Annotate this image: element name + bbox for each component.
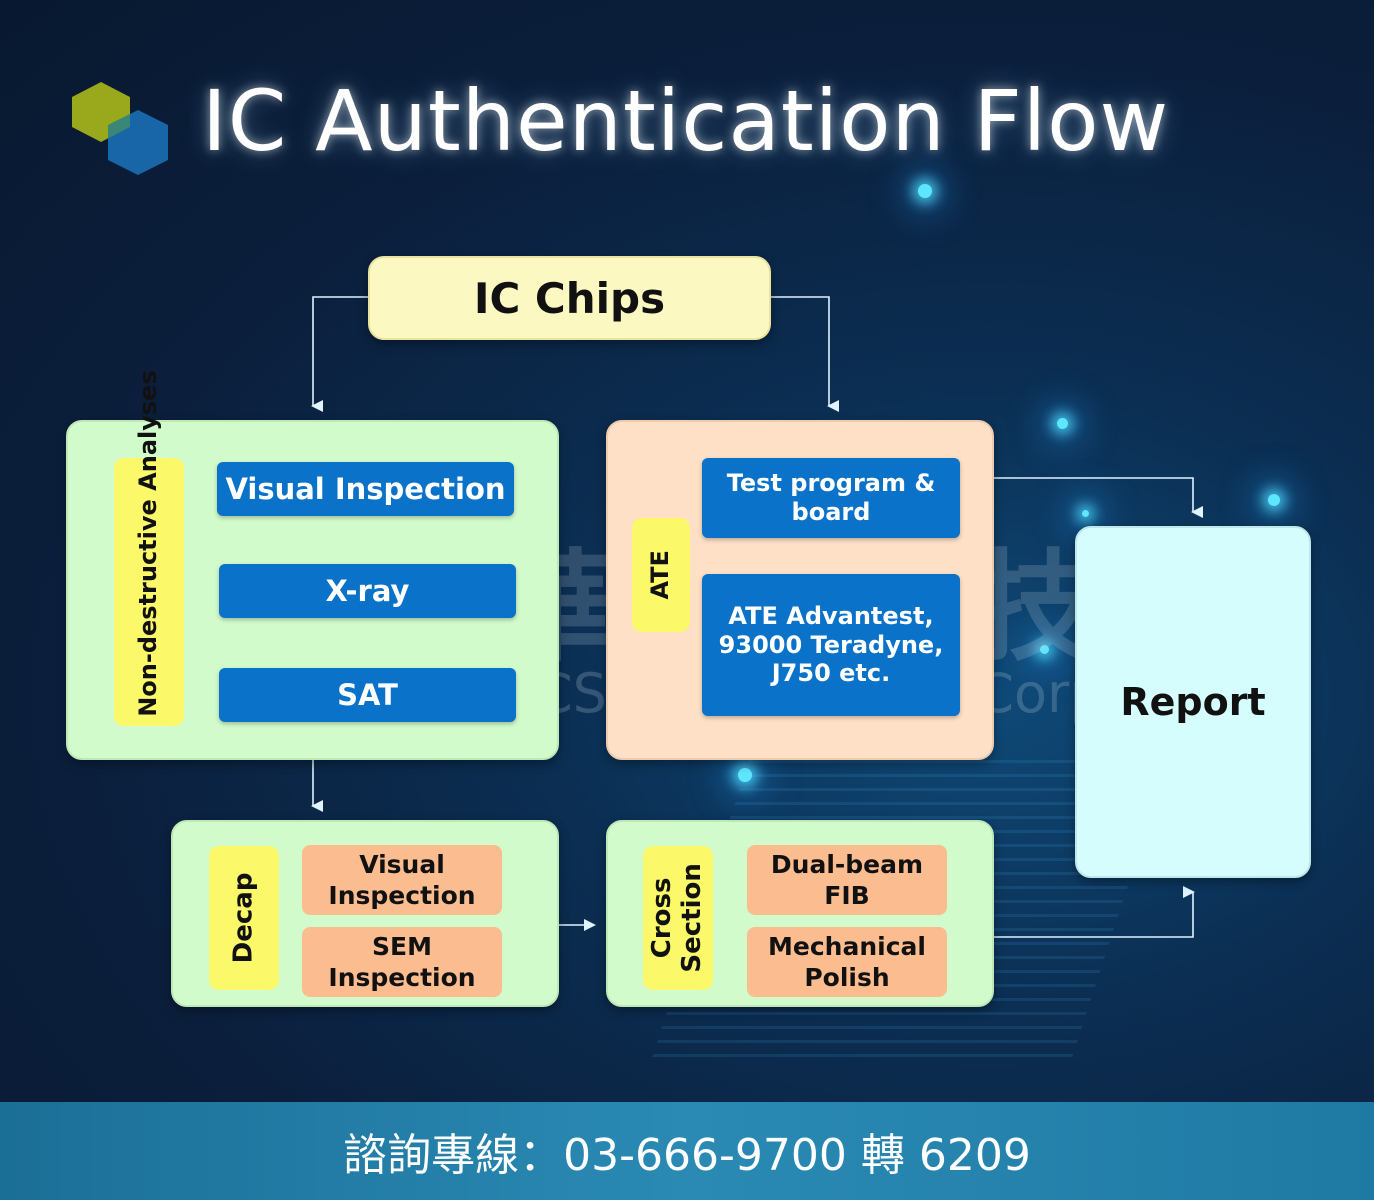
glow-dot (1268, 494, 1280, 506)
glow-dot (1040, 645, 1049, 654)
page-title: IC Authentication Flow (202, 72, 1170, 170)
non-destructive-label: Non-destructive Analyses (134, 370, 163, 717)
decap-label: Decap (228, 872, 259, 964)
mechanical-polish: Mechanical Polish (747, 927, 947, 997)
ate-label-tag: ATE (632, 518, 690, 632)
logo-hexagons-icon (72, 82, 168, 175)
arrow-chips-to-ate (771, 296, 839, 412)
ate-label: ATE (646, 550, 675, 600)
arrow-chips-to-nda (311, 296, 368, 412)
cross-section-label-tag: Cross Section (643, 846, 713, 990)
glow-dot (1082, 510, 1089, 517)
arrow-cross-to-report (994, 886, 1195, 938)
step-sat: SAT (219, 668, 516, 722)
step-visual-inspection: Visual Inspection (217, 462, 514, 516)
cross-section-panel: Cross Section Dual-beam FIB Mechanical P… (606, 820, 994, 1007)
decap-label-tag: Decap (209, 846, 279, 990)
ate-equipment: ATE Advantest, 93000 Teradyne, J750 etc. (702, 574, 960, 716)
decap-panel: Decap Visual Inspection SEM Inspection (171, 820, 559, 1007)
decap-visual-inspection: Visual Inspection (302, 845, 502, 915)
non-destructive-panel: Non-destructive Analyses Visual Inspecti… (66, 370, 559, 760)
contact-footer: 諮詢專線：03-666-9700 轉 6209 (0, 1102, 1374, 1200)
glow-dot (1057, 418, 1068, 429)
ate-panel: ATE Test program & board ATE Advantest, … (606, 420, 994, 760)
glow-dot (918, 184, 932, 198)
non-destructive-label-tag: Non-destructive Analyses (114, 370, 184, 726)
decap-sem-inspection: SEM Inspection (302, 927, 502, 997)
glow-dot (738, 768, 752, 782)
report-box: Report (1075, 526, 1311, 878)
step-x-ray: X-ray (219, 564, 516, 618)
dual-beam-fib: Dual-beam FIB (747, 845, 947, 915)
arrow-ate-to-report (994, 477, 1203, 518)
ic-chips-box: IC Chips (368, 256, 771, 340)
test-program-board: Test program & board (702, 458, 960, 538)
cross-section-label: Cross Section (647, 863, 708, 973)
